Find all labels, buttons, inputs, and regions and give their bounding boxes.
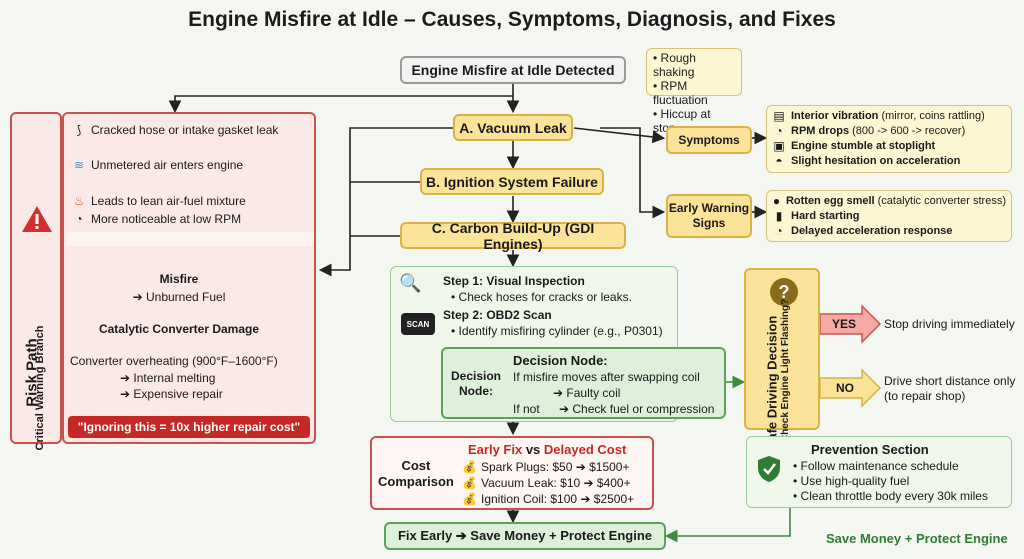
prevention-list: Follow maintenance schedule Use high-qua… xyxy=(793,459,988,504)
hose-icon: ⟆ xyxy=(76,123,82,137)
warning-icon xyxy=(21,204,53,236)
note-item: Rough shaking xyxy=(653,51,735,79)
question-icon: ? xyxy=(770,278,798,306)
symptom-item: ▣Engine stumble at stoplight xyxy=(773,139,936,153)
risk-path-subtitle: Critical Warning Branch xyxy=(34,325,46,451)
symptom-item: ▤Interior vibration (mirror, coins rattl… xyxy=(773,109,985,123)
expensive-label: ➔ Expensive repair xyxy=(120,387,223,401)
decision-line: If not xyxy=(513,402,540,416)
early-warning-list: ●Rotten egg smell (catalytic converter s… xyxy=(766,190,1012,242)
decision-line: ➔ Check fuel or compression xyxy=(559,402,715,416)
cost-row: 💰Vacuum Leak: $10 ➔ $400+ xyxy=(462,476,631,490)
cost-row: 💰Spark Plugs: $50 ➔ $1500+ xyxy=(462,460,630,474)
page-title: Engine Misfire at Idle – Causes, Symptom… xyxy=(188,8,836,31)
footer-slogan: Save Money + Protect Engine xyxy=(826,531,1008,546)
risk-path-box: ⟆Cracked hose or intake gasket leak ≋Unm… xyxy=(62,112,316,444)
gauge-icon: ◔ xyxy=(775,124,783,138)
warning-item: ▮Hard starting xyxy=(772,209,1006,224)
gauge-icon: ◔ xyxy=(75,212,83,226)
top-notes: Rough shaking RPM fluctuation Hiccup at … xyxy=(646,48,742,135)
yes-action: Stop driving immediately xyxy=(884,317,1015,331)
money-bag-icon: 💰 xyxy=(462,460,477,474)
flame-icon: ♨ xyxy=(73,194,85,208)
cost-row: 💰Ignition Coil: $100 ➔ $2500+ xyxy=(462,492,635,506)
note-item: RPM fluctuation xyxy=(653,79,735,107)
overheat-label: Converter overheating (900°F–1600°F) xyxy=(70,354,278,368)
prevention-item: Clean throttle body every 30k miles xyxy=(793,489,988,504)
final-recommendation: Fix Early ➔ Save Money + Protect Engine xyxy=(384,522,666,550)
step1-text: • Check hoses for cracks or leaks. xyxy=(451,290,632,304)
prevention-title: Prevention Section xyxy=(811,442,929,457)
magnifier-icon: 🔍 xyxy=(399,273,422,293)
safe-driving-decision: ? Safe Driving Decision Is Check Engine … xyxy=(744,268,820,453)
engine-icon: ▣ xyxy=(773,139,785,153)
decision-line: ➔ Faulty coil xyxy=(553,386,621,400)
step2-text: • Identify misfiring cylinder (e.g., P03… xyxy=(451,324,663,338)
risk-step: ⟆Cracked hose or intake gasket leak xyxy=(72,123,279,137)
car-icon: ◓ xyxy=(775,154,783,168)
no-action: Drive short distance only(to repair shop… xyxy=(884,374,1016,403)
gauge-icon: ◔ xyxy=(775,224,783,238)
risk-step: ◔More noticeable at low RPM xyxy=(72,212,241,226)
risk-step: ♨Leads to lean air-fuel mixture xyxy=(73,194,246,208)
yes-label: YES xyxy=(832,317,857,331)
decision-line: If misfire moves after swapping coil xyxy=(513,370,700,384)
symptom-item: ◔RPM drops (800 -> 600 -> recover) xyxy=(772,124,1006,139)
step2-title: Step 2: OBD2 Scan xyxy=(443,308,552,322)
symptoms-label: Symptoms xyxy=(666,126,752,154)
symptom-item: ◓Slight hesitation on acceleration xyxy=(772,154,1006,169)
cause-carbon-buildup: C. Carbon Build-Up (GDI Engines) xyxy=(400,220,626,252)
melting-label: ➔ Internal melting xyxy=(120,371,216,385)
shield-icon xyxy=(757,455,781,488)
risk-step: ≋Unmetered air enters engine xyxy=(73,158,244,172)
prevention-item: Use high-quality fuel xyxy=(793,474,988,489)
air-icon: ≋ xyxy=(73,158,85,172)
cost-header: Early Fix vs Delayed Cost xyxy=(468,442,627,457)
decision-title: Decision Node: xyxy=(513,353,608,368)
safe-driving-question: Is Check Engine Light Flashing? xyxy=(780,298,791,454)
prevention-section: Prevention Section Follow maintenance sc… xyxy=(746,436,1012,508)
money-bag-icon: 💰 xyxy=(462,492,477,506)
misfire-label: Misfire xyxy=(159,272,199,286)
cause-vacuum-leak: A. Vacuum Leak xyxy=(453,114,573,141)
prevention-item: Follow maintenance schedule xyxy=(793,459,988,474)
warning-item: ●Rotten egg smell (catalytic converter s… xyxy=(772,194,1006,208)
cat-damage-label: Catalytic Converter Damage xyxy=(98,322,260,336)
cause-ignition-failure: B. Ignition System Failure xyxy=(420,168,604,195)
egg-icon: ● xyxy=(772,194,781,208)
repair-cost-warning: "Ignoring this = 10x higher repair cost" xyxy=(68,416,310,438)
battery-icon: ▮ xyxy=(775,209,783,223)
step1-title: Step 1: Visual Inspection xyxy=(443,274,585,288)
scan-tool-icon: SCAN xyxy=(401,313,435,335)
risk-path-label: Risk Path Critical Warning Branch xyxy=(10,112,62,450)
money-bag-icon: 💰 xyxy=(462,476,477,490)
no-label: NO xyxy=(836,381,854,395)
unburned-fuel-label: ➔ Unburned Fuel xyxy=(132,290,226,304)
warning-item: ◔Delayed acceleration response xyxy=(772,224,1006,239)
vibration-icon: ▤ xyxy=(773,109,785,123)
symptoms-list: ▤Interior vibration (mirror, coins rattl… xyxy=(766,105,1012,173)
misfire-detected-node: Engine Misfire at Idle Detected xyxy=(400,56,626,84)
